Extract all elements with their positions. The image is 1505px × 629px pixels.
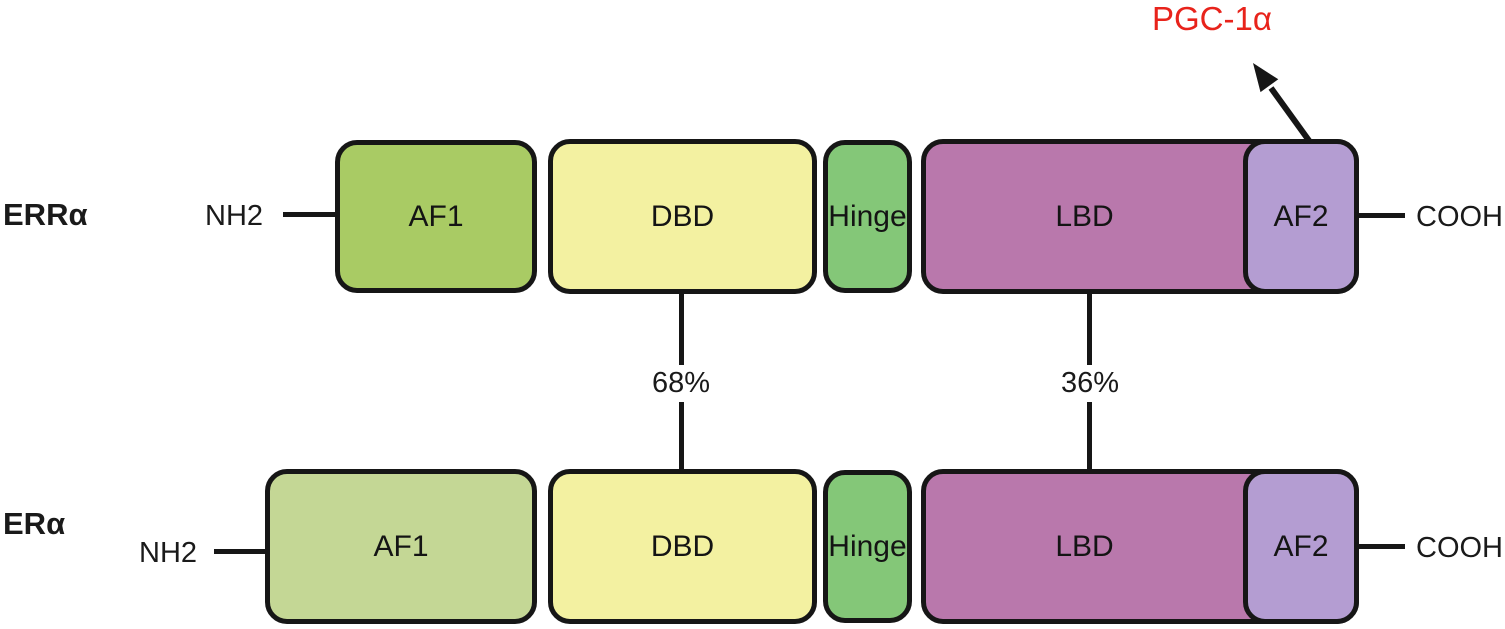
domain-box-af1-erra: AF1 [335, 140, 537, 293]
domain-label-af1-era: AF1 [373, 529, 429, 563]
domain-label-dbd-era: DBD [650, 529, 715, 563]
domain-label-af2-erra: AF2 [1273, 199, 1329, 233]
homology-label-lbd: 36% [1054, 365, 1126, 402]
domain-box-hinge-era: Hinge [823, 470, 912, 623]
domain-label-hinge-era: Hinge [828, 529, 907, 563]
pgc1a-label: PGC-1α [1152, 0, 1272, 37]
domain-label-hinge-erra: Hinge [828, 199, 907, 233]
cooh-line-erra [1357, 213, 1405, 218]
nh2-label-erra: NH2 [205, 200, 264, 232]
domain-label-af1-erra: AF1 [408, 199, 464, 233]
domain-box-af2-erra: AF2 [1243, 139, 1359, 294]
domain-label-af2-era: AF2 [1273, 529, 1329, 563]
domain-box-af2-era: AF2 [1243, 469, 1359, 624]
pgc1a-arrow-icon [1253, 63, 1313, 144]
domain-box-dbd-erra: DBD [548, 139, 817, 294]
domain-label-lbd-era: LBD [1055, 529, 1114, 563]
cooh-label-era: COOH [1416, 532, 1503, 564]
nh2-line-erra [283, 212, 335, 217]
protein-name-erra: ERRα [3, 197, 88, 232]
domain-box-dbd-era: DBD [548, 469, 817, 624]
cooh-label-erra: COOH [1416, 201, 1503, 233]
domain-label-lbd-erra: LBD [1055, 199, 1114, 233]
domain-box-af1-era: AF1 [265, 469, 537, 624]
cooh-line-era [1357, 544, 1405, 549]
nh2-label-era: NH2 [139, 537, 198, 569]
nh2-line-era [214, 549, 265, 554]
domain-box-lbd-erra: LBD AF2 [921, 139, 1359, 294]
protein-name-era: ERα [3, 506, 66, 541]
domain-label-dbd-erra: DBD [650, 199, 715, 233]
domain-box-hinge-erra: Hinge [823, 140, 912, 293]
domain-box-lbd-era: LBD AF2 [921, 469, 1359, 624]
homology-label-dbd: 68% [645, 365, 717, 402]
